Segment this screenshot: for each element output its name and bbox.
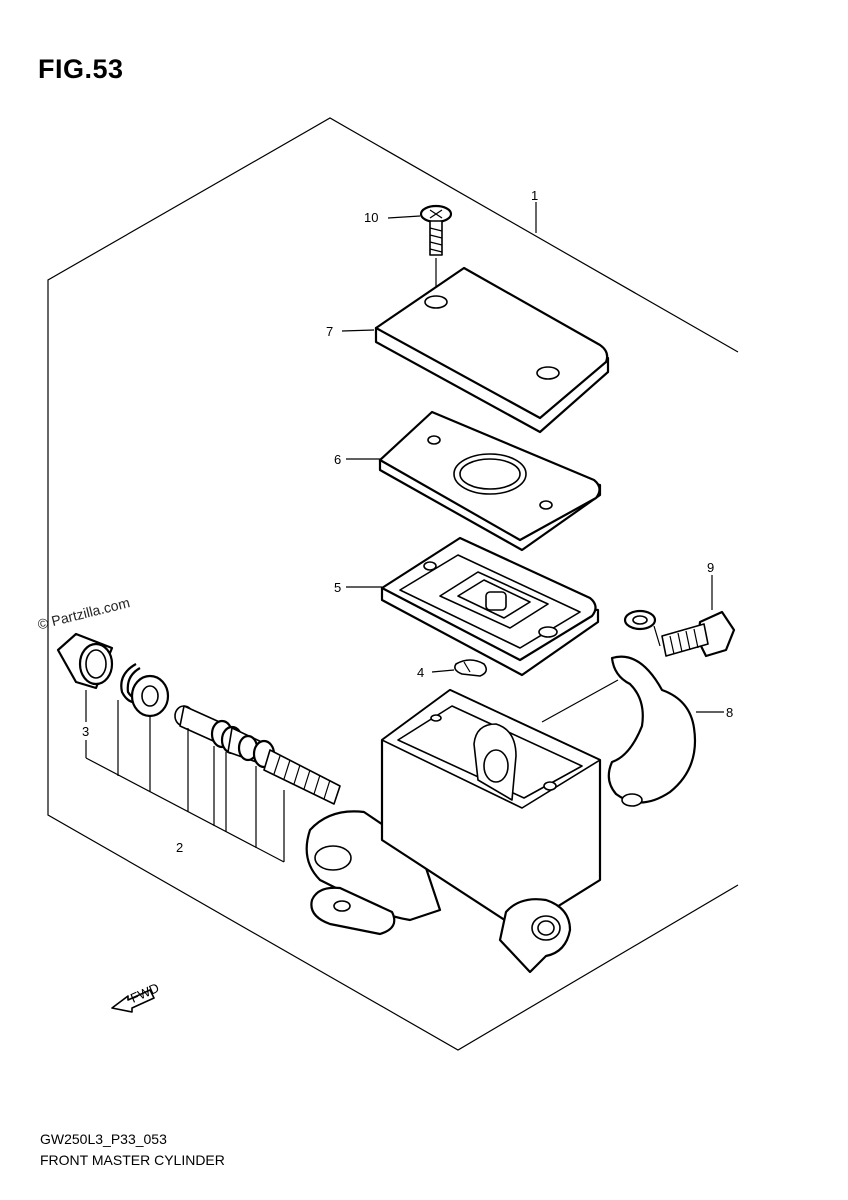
kit-2-bracket xyxy=(85,690,285,863)
master-cylinder-body xyxy=(305,688,602,974)
part-8-holder-clamp xyxy=(607,655,696,807)
callout-10: 10 xyxy=(364,210,378,225)
figure-title: FIG.53 xyxy=(38,54,124,84)
clamp-washer xyxy=(623,609,657,631)
callout-4: 4 xyxy=(417,665,424,680)
fwd-arrow-icon: FWD xyxy=(111,980,161,1013)
diagram-caption: FRONT MASTER CYLINDER xyxy=(40,1152,225,1168)
leader-10 xyxy=(387,215,421,219)
part-7-reservoir-cap xyxy=(374,266,610,434)
seal-washer xyxy=(130,674,170,718)
part-9-bolt xyxy=(661,610,736,658)
callout-6: 6 xyxy=(334,452,341,467)
diagram-code: GW250L3_P33_053 xyxy=(40,1131,167,1147)
kit-boundary xyxy=(47,117,739,1051)
return-spring xyxy=(263,749,341,805)
part-6-diaphragm-plate xyxy=(378,410,602,552)
part-4-clip xyxy=(454,659,488,677)
clamp-link-line xyxy=(541,679,619,723)
callout-2: 2 xyxy=(176,840,183,855)
callout-3: 3 xyxy=(82,724,89,739)
callout-8: 8 xyxy=(726,705,733,720)
callout-7: 7 xyxy=(326,324,333,339)
callout-5: 5 xyxy=(334,580,341,595)
clamp-axis xyxy=(653,625,661,647)
callout-1: 1 xyxy=(531,188,538,203)
part-5-diaphragm xyxy=(380,536,600,677)
callout-9: 9 xyxy=(707,560,714,575)
part-10-screw xyxy=(419,204,453,256)
part-3-boot xyxy=(56,632,114,690)
leader-4 xyxy=(431,669,455,673)
leader-7 xyxy=(341,329,375,332)
piston-assembly xyxy=(174,705,276,769)
